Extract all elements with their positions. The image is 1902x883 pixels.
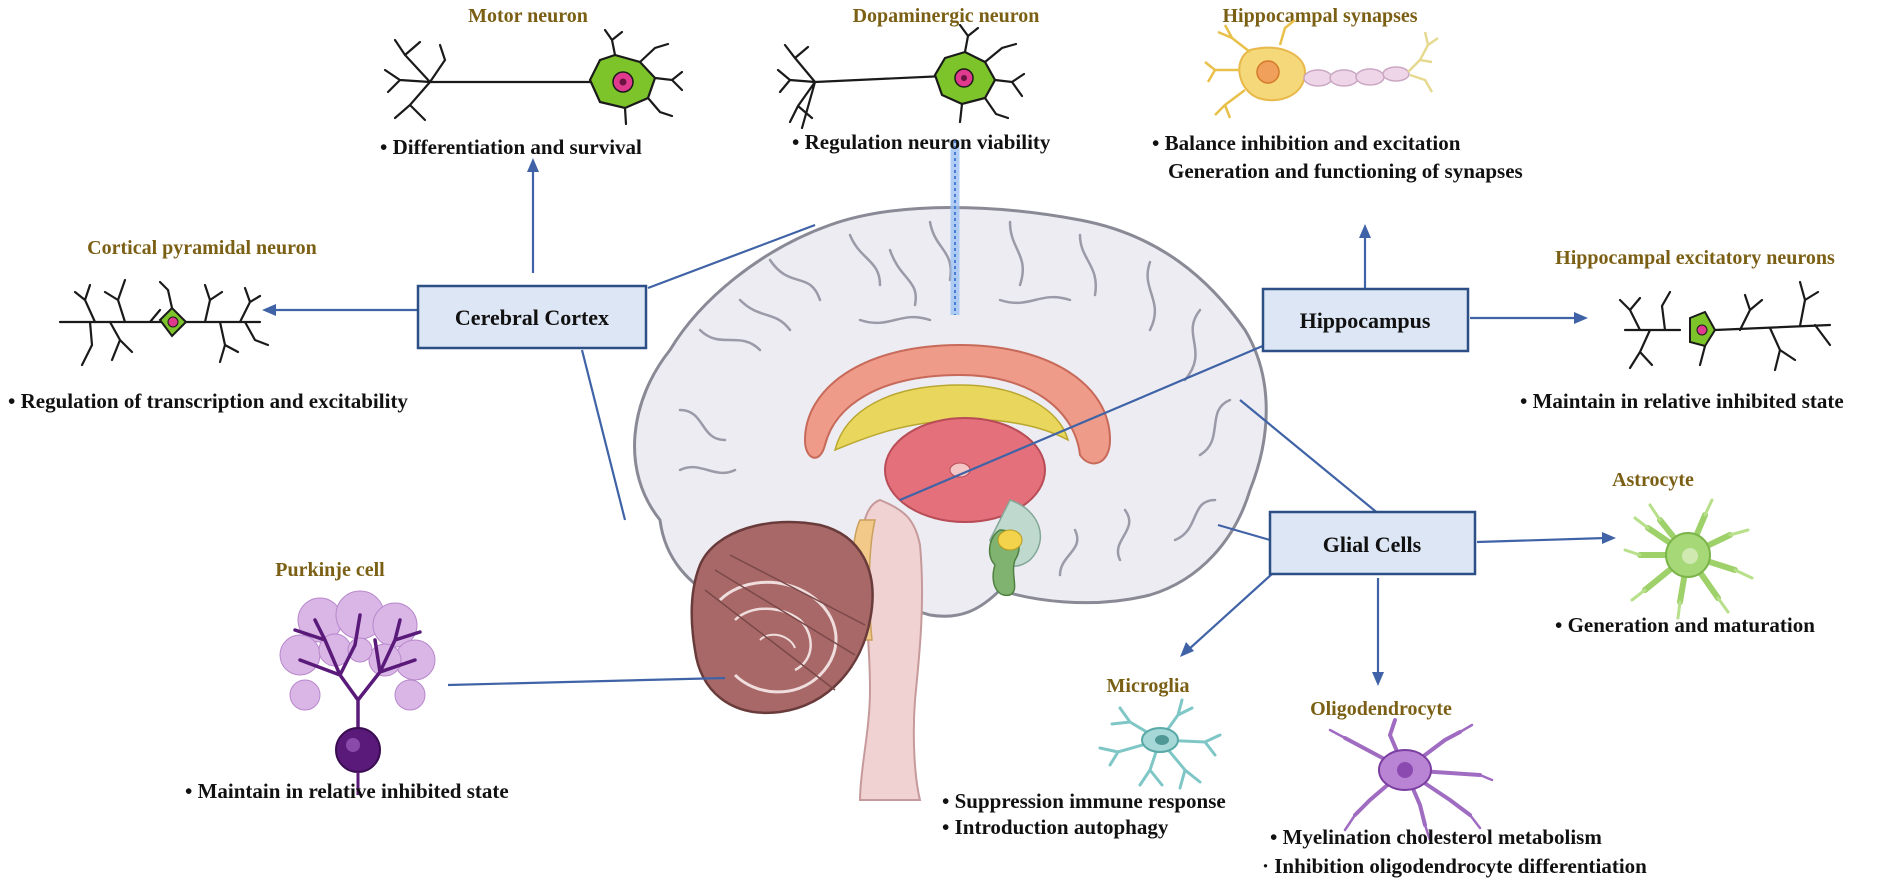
hippocampal-synapses-function-1: • Balance inhibition and excitation: [1152, 131, 1461, 155]
motor-neuron-function-1: • Differentiation and survival: [380, 135, 642, 159]
hippocampal-excitatory-neurons-title: Hippocampal excitatory neurons: [1555, 247, 1835, 269]
hippocampal-synapses-title: Hippocampal synapses: [1222, 5, 1417, 27]
motor-neuron-icon: [383, 28, 684, 126]
dopaminergic-neuron-icon: [776, 23, 1026, 130]
connector-lines: [262, 158, 1616, 687]
cortical-pyramidal-neuron-function-1: • Regulation of transcription and excita…: [8, 389, 408, 413]
astrocyte-title: Astrocyte: [1612, 469, 1694, 491]
glial-cells-box: Glial Cells: [1268, 510, 1477, 576]
microglia-function-2: • Introduction autophagy: [942, 815, 1169, 839]
microglia-icon: [1098, 698, 1222, 790]
dopaminergic-neuron-title: Dopaminergic neuron: [853, 5, 1040, 27]
hippocampus-label: Hippocampus: [1300, 308, 1431, 333]
oligodendrocyte-title: Oligodendrocyte: [1310, 698, 1452, 720]
purkinje-cell-icon: [279, 590, 436, 795]
cerebral-cortex-box: Cerebral Cortex: [416, 284, 648, 350]
oligodendrocyte-function-1: • Myelination cholesterol metabolism: [1270, 825, 1602, 849]
microglia-function-1: • Suppression immune response: [942, 789, 1226, 813]
excitatory-neuron-icon: [1618, 280, 1832, 372]
microglia-title: Microglia: [1107, 675, 1190, 697]
hippocampal-synapse-icon: [1204, 19, 1439, 119]
purkinje-cell-title: Purkinje cell: [275, 559, 385, 581]
motor-neuron-title: Motor neuron: [468, 5, 588, 27]
oligodendrocyte-function-2: · Inhibition oligodendrocyte differentia…: [1262, 854, 1647, 878]
pyramidal-neuron-icon: [58, 278, 270, 367]
glial-cells-label: Glial Cells: [1323, 532, 1422, 557]
cortical-pyramidal-neuron-title: Cortical pyramidal neuron: [87, 237, 317, 259]
astrocyte-icon: [1623, 498, 1754, 620]
hippocampal-synapses-function-2: Generation and functioning of synapses: [1168, 159, 1523, 183]
hippocampal-excitatory-neurons-function-1: • Maintain in relative inhibited state: [1520, 389, 1844, 413]
hippocampus-box: Hippocampus: [1261, 287, 1470, 353]
dopaminergic-neuron-function-1: • Regulation neuron viability: [792, 130, 1051, 154]
astrocyte-function-1: • Generation and maturation: [1555, 613, 1815, 637]
cerebral-cortex-label: Cerebral Cortex: [455, 305, 609, 330]
brain-icon: [633, 206, 1268, 801]
purkinje-cell-function-1: • Maintain in relative inhibited state: [185, 779, 509, 803]
oligodendrocyte-icon: [1328, 718, 1494, 842]
